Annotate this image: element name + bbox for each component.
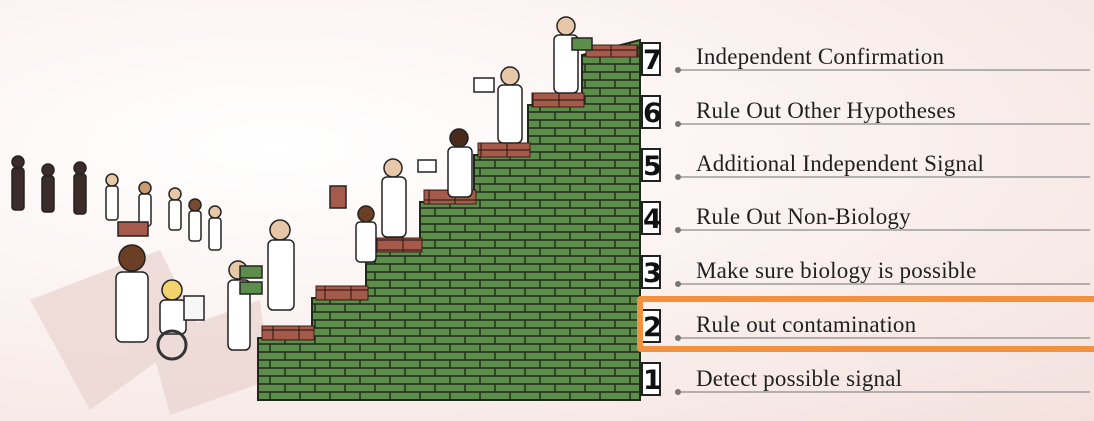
- label-rule-lines: [678, 69, 1090, 393]
- step-number-3: 3: [641, 255, 662, 289]
- label-bullets: [675, 67, 681, 395]
- step-label-3: Make sure biology is possible: [696, 258, 977, 283]
- scientist-figures: [11, 16, 593, 361]
- step-number-6: 6: [641, 95, 662, 129]
- step-label-6: Rule Out Other Hypotheses: [696, 98, 956, 123]
- highlighted-step-frame: [637, 296, 1094, 352]
- step-number-7: 7: [641, 42, 662, 76]
- brick-wall: [257, 38, 641, 401]
- step-label-7: Independent Confirmation: [696, 44, 945, 69]
- step-number-2: 2: [641, 309, 662, 343]
- step-number-5: 5: [641, 148, 662, 182]
- step-label-5: Additional Independent Signal: [696, 151, 985, 176]
- step-label-4: Rule Out Non-Biology: [696, 204, 911, 229]
- step-number-1: 1: [641, 362, 662, 396]
- step-label-2: Rule out contamination: [696, 312, 917, 337]
- step-number-4: 4: [641, 201, 662, 235]
- step-label-1: Detect possible signal: [696, 366, 903, 391]
